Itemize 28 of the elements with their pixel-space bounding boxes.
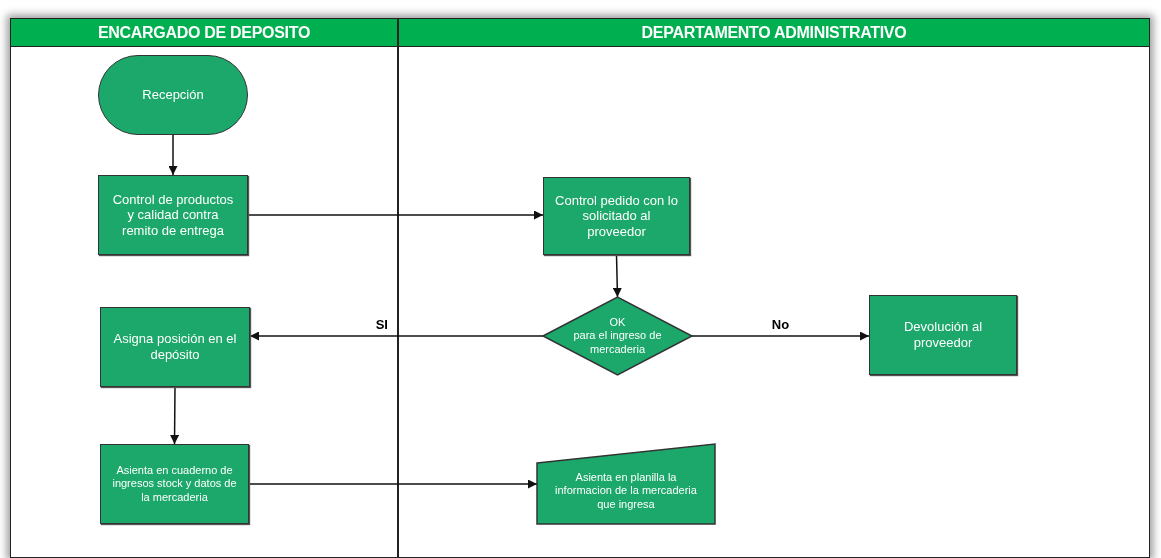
edge-label: SI — [373, 317, 390, 332]
arrow — [247, 210, 544, 220]
edge-label: No — [769, 317, 792, 332]
arrow — [170, 386, 180, 445]
process-box — [100, 307, 250, 387]
process-box — [98, 175, 248, 255]
process-box — [869, 295, 1017, 375]
node-text: Asienta en planilla la informacion de la mercaderia que ingresa — [554, 471, 698, 511]
swimlane — [398, 18, 1150, 558]
arrow — [248, 479, 538, 489]
arrow — [168, 134, 178, 176]
node-text: Control pedido con lo solicitado al proveedor — [554, 192, 679, 240]
node-text: Recepción — [142, 87, 204, 103]
node-text: OK — [609, 316, 626, 330]
node-text: Devolución al proveedor — [902, 319, 983, 351]
process-box — [100, 444, 249, 524]
process-box — [543, 177, 690, 255]
lane-header: ENCARGADO DE DEPOSITO — [11, 19, 397, 47]
arrow — [612, 254, 622, 298]
lane-header: DEPARTAMENTO ADMINISTRATIVO — [399, 19, 1149, 47]
node-text: Control de productos y calidad contra remito de entrega — [111, 191, 235, 239]
swimlane — [10, 18, 398, 558]
node-text: Asigna posición en el depósito — [112, 331, 238, 363]
arrow — [249, 331, 544, 341]
node-text: para el ingreso de mercaderia — [572, 329, 663, 356]
decision-diamond — [543, 297, 692, 375]
arrow — [691, 331, 870, 341]
node-text: Asienta en cuaderno de ingresos stock y datos de la mercaderia — [111, 464, 238, 504]
